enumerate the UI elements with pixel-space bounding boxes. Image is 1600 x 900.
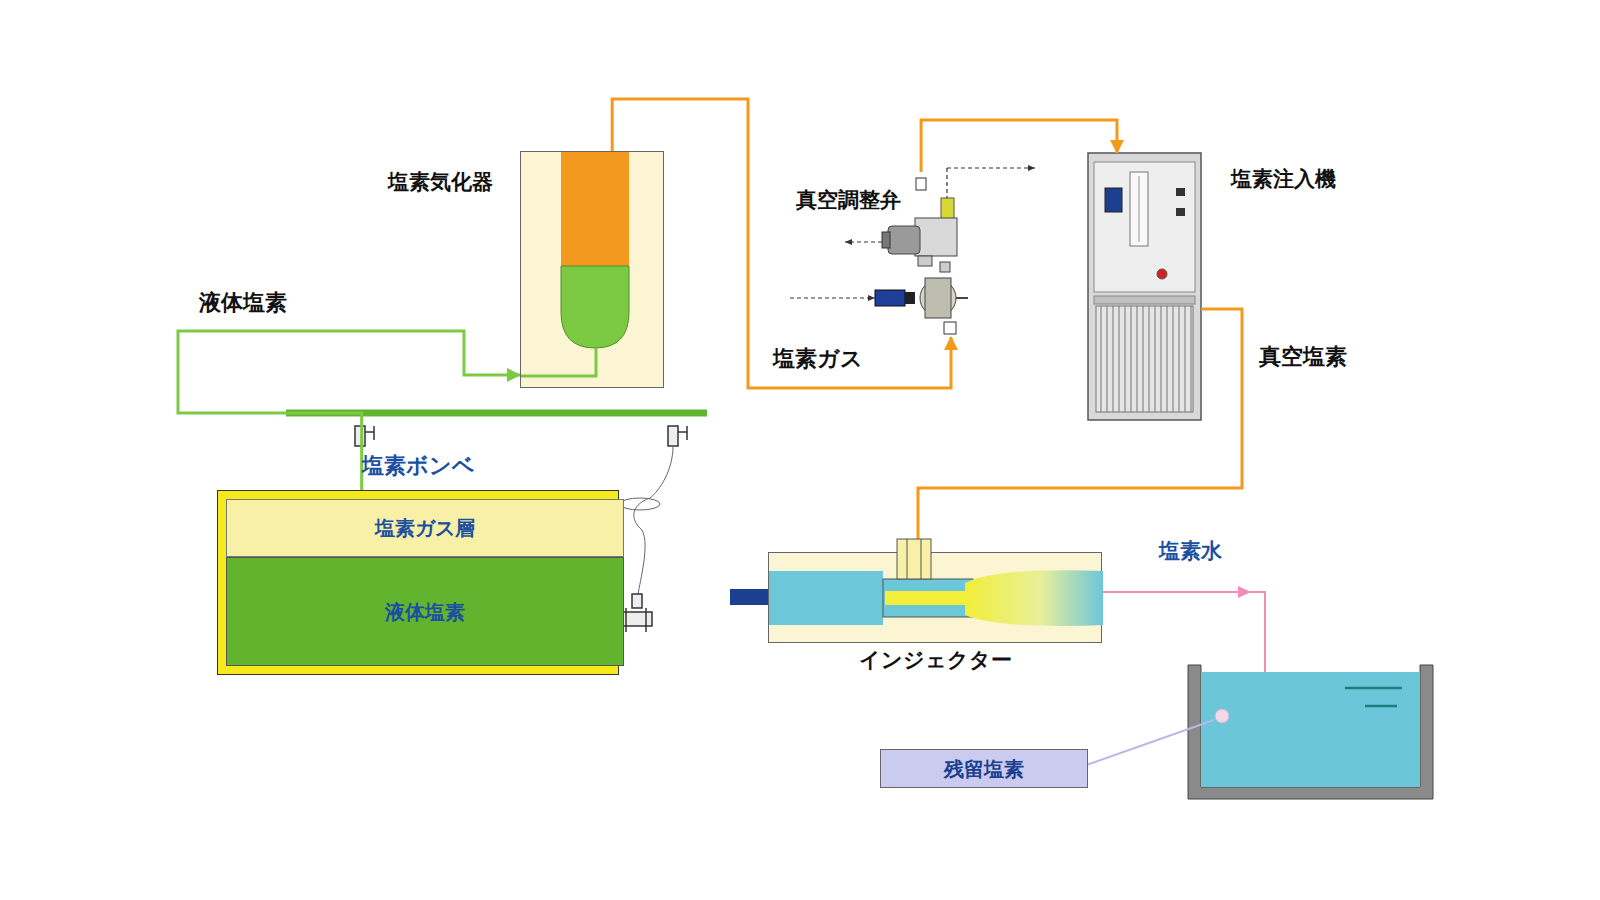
- node-heading: インジェクター: [859, 648, 1012, 673]
- injector: インジェクター: [768, 552, 1102, 643]
- chlorine-gas-pipe: [918, 309, 1242, 552]
- injector-illustration: [769, 553, 1101, 642]
- vaporizer-illustration: [521, 152, 663, 387]
- edge-label: 液体塩素: [196, 290, 290, 316]
- node-label: 塩素ガス層: [227, 516, 623, 540]
- residual-box: 残留塩素: [880, 749, 1088, 788]
- node-heading: 塩素注入機: [1231, 167, 1336, 192]
- node-heading: 塩素気化器: [388, 170, 493, 195]
- cylinder: 塩素ボンベ塩素ガス層液体塩素: [217, 490, 619, 675]
- node-heading: 塩素ボンベ: [362, 453, 475, 479]
- water-tank: [1078, 665, 1433, 799]
- chlorine-gas-pipe: [921, 120, 1117, 172]
- gas-layer-band: 塩素ガス層: [226, 499, 624, 557]
- liquid-layer-band: 液体塩素: [226, 557, 624, 666]
- node-label: 残留塩素: [881, 757, 1087, 781]
- flow-label: 塩素水: [1156, 539, 1225, 564]
- vaporizer: 塩素気化器: [520, 151, 664, 388]
- vacuum-regulator: 真空調整弁: [905, 172, 975, 337]
- vacuum-regulator-illustration: [790, 168, 1035, 334]
- edge-label: 真空塩素: [1256, 344, 1350, 370]
- node-heading: 真空調整弁: [796, 188, 901, 213]
- chlorinator: 塩素注入機: [1088, 153, 1201, 420]
- edge-label: 塩素ガス: [770, 346, 866, 372]
- node-label: 液体塩素: [227, 600, 623, 624]
- chlorinator-illustration: [1088, 153, 1201, 420]
- liquid-chlorine-pipe: [178, 331, 520, 490]
